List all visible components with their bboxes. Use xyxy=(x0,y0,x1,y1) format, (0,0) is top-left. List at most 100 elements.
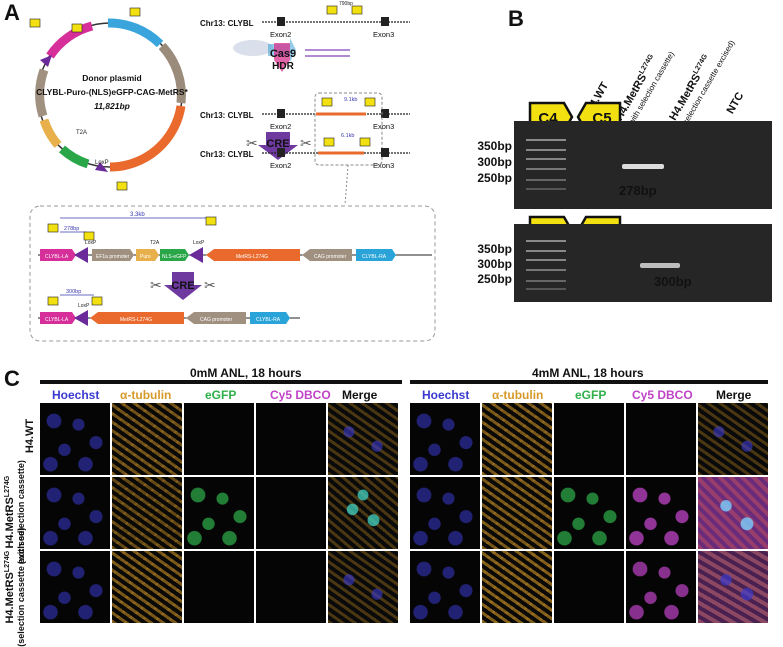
micrograph-tile xyxy=(184,477,254,549)
exon2-label-1: Exon2 xyxy=(270,30,291,39)
ch-cy5-right: Cy5 DBCO xyxy=(632,388,693,402)
genome-locus-2: Chr13: CLYBL xyxy=(200,111,254,120)
gel2-ladder-250: 250bp xyxy=(477,272,512,286)
upper-ef1a: EF1a promoter xyxy=(96,254,130,260)
micrograph-tile xyxy=(410,403,480,475)
plasmid-size: 11,821bp xyxy=(94,101,130,111)
gel1-band-label: 278bp xyxy=(619,183,657,198)
micrograph-tile xyxy=(554,477,624,549)
micrograph-tile xyxy=(40,551,110,623)
micrograph-tile xyxy=(256,403,326,475)
lower-clybl-ra: CLYBL-RA xyxy=(256,317,281,323)
dist-6-1kb: 6.1kb xyxy=(341,133,354,139)
condition-4mm-bar xyxy=(410,380,768,384)
svg-text:LoxP: LoxP xyxy=(78,303,90,309)
plasmid-title-line1: Donor plasmid xyxy=(82,73,142,83)
plasmid-primer-tags xyxy=(29,7,141,191)
gel-2 xyxy=(514,224,772,302)
micrograph-tile xyxy=(626,477,696,549)
plasmid-egfp-arc xyxy=(58,145,90,169)
micrograph-tile xyxy=(40,477,110,549)
micrograph-tile xyxy=(554,551,624,623)
dist-9-1kb: 9.1kb xyxy=(344,97,357,103)
ch-tubulin-left: α-tubulin xyxy=(120,388,172,402)
zoom-box xyxy=(314,92,383,166)
micrograph-tile xyxy=(40,403,110,475)
panel-letter-a: A xyxy=(4,0,20,25)
dist-3-3kb: 3.3kb xyxy=(130,212,145,218)
gel1-ladder-350: 350bp xyxy=(477,139,512,153)
plasmid-loxp1-icon xyxy=(40,55,52,67)
gel-1 xyxy=(514,121,772,209)
exon3-label-1: Exon3 xyxy=(373,30,394,39)
upper-metrs: MetRS-L274G xyxy=(236,254,268,260)
micrograph-tile xyxy=(328,477,398,549)
cre-arrow-1 xyxy=(258,132,298,160)
dist-278-detail: 278bp xyxy=(64,226,79,232)
exon3-label-3: Exon3 xyxy=(373,161,394,170)
micrograph-tile xyxy=(256,477,326,549)
gel1-ladder-250: 250bp xyxy=(477,171,512,185)
ch-tubulin-right: α-tubulin xyxy=(492,388,544,402)
lane-ntc: NTC xyxy=(724,90,747,116)
exon2-label-2: Exon2 xyxy=(270,122,291,131)
plasmid-loxp2-icon xyxy=(95,162,108,172)
exon3-label-2: Exon3 xyxy=(373,122,394,131)
micrograph-tile xyxy=(626,551,696,623)
upper-cag: CAG promoter xyxy=(314,254,347,260)
micrograph-tile xyxy=(328,403,398,475)
ch-cy5-left: Cy5 DBCO xyxy=(270,388,331,402)
scissors-icon-1: ✂ xyxy=(246,135,258,151)
row-label-h4metrs-excised: H4.MetRSL274G (selection cassette excise… xyxy=(3,527,27,647)
micrograph-tile xyxy=(112,551,182,623)
svg-text:T2A: T2A xyxy=(150,240,160,246)
plasmid-cag-arc xyxy=(158,42,186,104)
lane-h4metrs-excised: H4.MetRSL274G (selection cassette excise… xyxy=(667,38,737,129)
panel-a-figure: Donor plasmid CLYBL-Puro-(NLS)eGFP-CAG-M… xyxy=(29,1,436,342)
plasmid-puro-arc xyxy=(39,118,62,148)
exon3-box-1 xyxy=(381,17,389,26)
micrograph-tile xyxy=(698,477,768,549)
lower-clybl-la: CLYBL-LA xyxy=(45,317,69,323)
gel1-ladder-300: 300bp xyxy=(477,155,512,169)
micrograph-tile xyxy=(482,403,552,475)
micrograph-tile xyxy=(626,403,696,475)
micrograph-tile xyxy=(328,551,398,623)
condition-0mm-bar xyxy=(40,380,402,384)
panel-letter-c: C xyxy=(4,366,20,391)
condition-4mm: 4mM ANL, 18 hours xyxy=(532,366,644,380)
cre-label-1: CRE xyxy=(266,138,289,150)
svg-text:LoxP: LoxP xyxy=(193,240,205,246)
micrograph-tile xyxy=(112,477,182,549)
svg-text:LoxP: LoxP xyxy=(85,240,97,246)
cas9-label: Cas9 xyxy=(270,48,296,60)
upper-clybl-la: CLYBL-LA xyxy=(45,254,69,260)
exon2-box-1 xyxy=(277,17,285,26)
ch-egfp-left: eGFP xyxy=(205,388,237,402)
upper-puro: Puro xyxy=(140,254,151,260)
genome-locus-1: Chr13: CLYBL xyxy=(200,19,254,28)
cas9-cloud-icon xyxy=(233,40,273,56)
upper-egfp: NLS-eGFP xyxy=(162,254,187,260)
scissors-icon-3: ✂ xyxy=(150,277,162,293)
plasmid-clybl-la-arc xyxy=(46,21,94,59)
ch-hoechst-right: Hoechst xyxy=(422,388,470,402)
gel2-band-label: 300bp xyxy=(654,274,692,289)
cas9-arrow xyxy=(274,43,290,72)
micrograph-tile xyxy=(112,403,182,475)
plasmid-title-line2: CLYBL-Puro-(NLS)eGFP-CAG-MetRS* xyxy=(36,87,188,97)
plasmid-ef1a-arc xyxy=(35,68,49,118)
micrograph-tile xyxy=(554,403,624,475)
cre-arrow-2 xyxy=(164,272,202,300)
micrograph-tile xyxy=(184,551,254,623)
ch-merge-right: Merge xyxy=(716,388,752,402)
lower-metrs: MetRS-L274G xyxy=(120,317,152,323)
gel2-ladder-300: 300bp xyxy=(477,257,512,271)
dist-300-detail: 300bp xyxy=(66,289,81,295)
ch-egfp-right: eGFP xyxy=(575,388,607,402)
gel2-ladder-350: 350bp xyxy=(477,242,512,256)
plasmid-metrs-arc xyxy=(109,105,186,172)
genome-locus-3: Chr13: CLYBL xyxy=(200,150,254,159)
gel2-band xyxy=(640,263,680,268)
condition-0mm: 0mM ANL, 18 hours xyxy=(190,366,302,380)
